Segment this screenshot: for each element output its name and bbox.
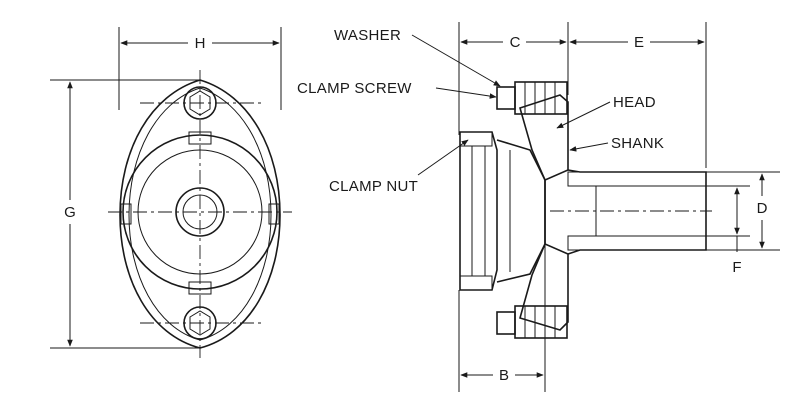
clamp-nut-hatch-bottom: [459, 275, 493, 291]
dim-b-label: B: [499, 367, 509, 384]
clamp-tab-left: [120, 203, 132, 225]
washer-bottom: [496, 311, 516, 335]
bottom-bolt-hex: [189, 310, 211, 336]
clamp-nut-hatch-top: [459, 131, 493, 147]
clamp-nut-label: CLAMP NUT: [329, 178, 418, 195]
clamp-screw-label: CLAMP SCREW: [297, 80, 412, 97]
washer-leader: [411, 34, 501, 87]
head-label: HEAD: [613, 94, 656, 111]
clamp-screw-head-top: [514, 81, 568, 115]
shank-hatch-top: [567, 171, 707, 187]
shank-hatch-bottom: [567, 235, 707, 251]
shank-leader: [569, 142, 609, 152]
shank-outline: [567, 169, 707, 255]
dim-d-label: D: [757, 200, 768, 217]
clamp-screw-head-bottom: [514, 305, 568, 339]
dim-c-label: C: [510, 34, 521, 51]
head-leader: [556, 101, 611, 129]
side-view: C E D F B WASHER CLAMP SCREW HEAD: [297, 22, 780, 392]
washer-top: [496, 86, 516, 110]
dim-h-label: H: [195, 35, 206, 52]
head-section: [519, 94, 569, 331]
clamp-tab-right: [268, 203, 280, 225]
clamp-nut-leader: [417, 139, 469, 176]
front-view: H G: [50, 27, 292, 358]
dim-f-label: F: [732, 259, 741, 276]
clamp-screw-leader: [435, 87, 497, 99]
dim-g-label: G: [64, 204, 76, 221]
dim-e-label: E: [634, 34, 644, 51]
clamp-nut-outline: [459, 131, 498, 291]
shank-label: SHANK: [611, 135, 664, 152]
washer-label: WASHER: [334, 27, 401, 44]
